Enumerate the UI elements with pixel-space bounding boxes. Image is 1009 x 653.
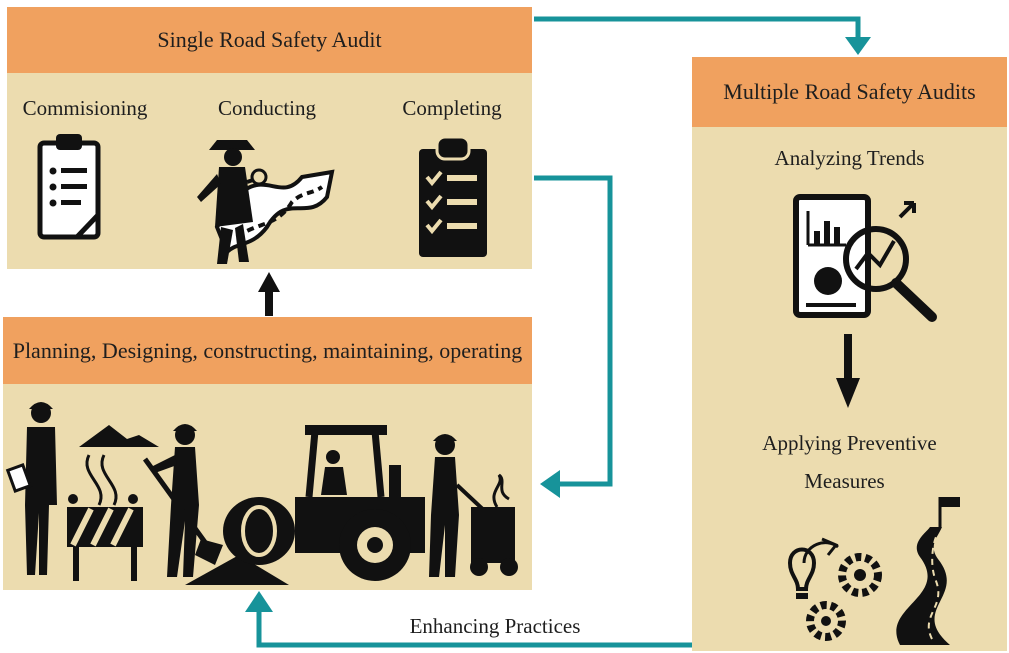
clipboard-icon (37, 134, 101, 240)
single-audit-panel: Single Road Safety Audit Commisioning Co… (7, 7, 532, 269)
trend-analysis-icon (793, 194, 937, 322)
arrow-single-to-multiple (534, 16, 861, 40)
arrow-single-to-lifecycle (534, 175, 613, 487)
step-preventive-label-1: Applying Preventive (762, 431, 937, 455)
multiple-audits-panel: Multiple Road Safety Audits Analyzing Tr… (692, 57, 1007, 651)
arrowhead-single-to-multiple (845, 37, 871, 55)
arrowhead-single-to-lifecycle (540, 470, 560, 498)
preventive-measures-icon (787, 497, 960, 645)
inspector-map-icon (197, 140, 335, 264)
single-audit-title: Single Road Safety Audit (7, 7, 532, 73)
step-commissioning-label: Commisioning (22, 96, 148, 120)
arrow-lifecycle-to-single (265, 286, 273, 316)
road-construction-icon (5, 402, 518, 585)
step-conducting-label: Conducting (218, 96, 316, 120)
checklist-icon (419, 135, 487, 257)
lifecycle-title: Planning, Designing, constructing, maint… (3, 317, 532, 384)
arrowhead-lifecycle-to-single (258, 272, 280, 292)
lifecycle-panel: Planning, Designing, constructing, maint… (3, 317, 532, 590)
step-preventive-label-2: Measures (804, 469, 885, 493)
multiple-audits-title: Multiple Road Safety Audits (692, 57, 1007, 127)
arrowhead-enhancing-practices (245, 591, 273, 612)
step-analyzing-trends-label: Analyzing Trends (774, 146, 925, 170)
enhancing-practices-label: Enhancing Practices (409, 614, 581, 638)
step-completing-label: Completing (402, 96, 502, 120)
